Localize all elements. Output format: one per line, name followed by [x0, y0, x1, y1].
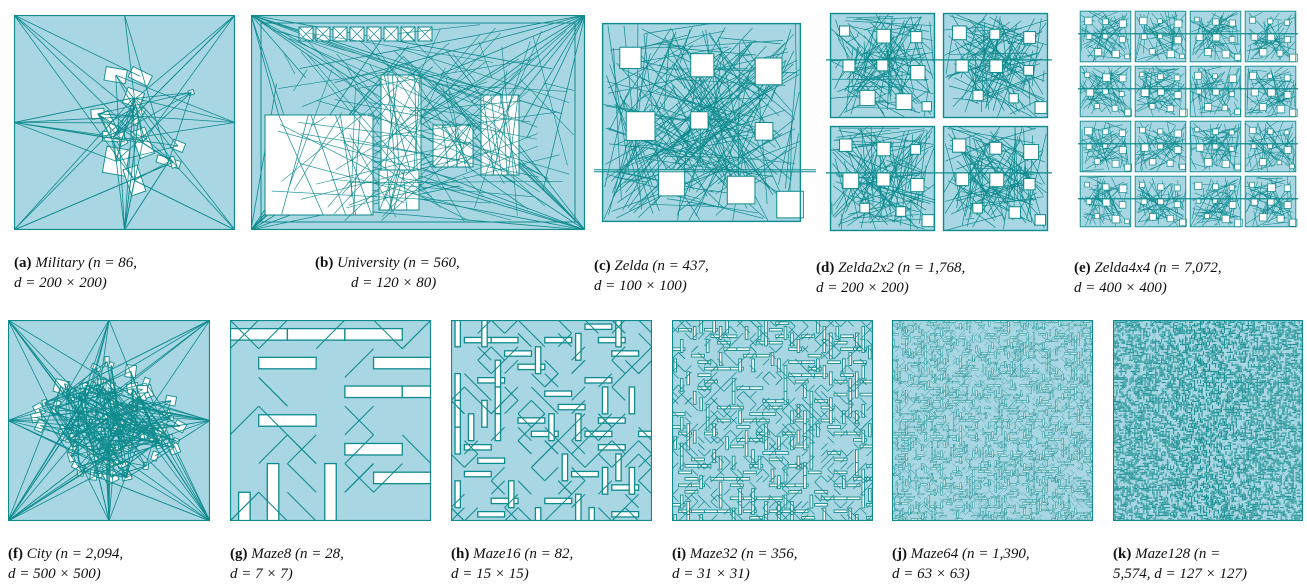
caption-name: Maze128 [1135, 546, 1190, 562]
caption-name: Maze8 [251, 546, 291, 562]
figure-c-image [594, 15, 816, 230]
caption-label: (c) [594, 258, 611, 274]
caption-name: Maze32 [690, 546, 738, 562]
zelda-map [594, 15, 816, 230]
caption-g: (g) Maze8 (n = 28, d = 7 × 7) [230, 544, 344, 584]
maze8-map [230, 320, 431, 521]
caption-c: (c) Zelda (n = 437, d = 100 × 100) [594, 256, 709, 296]
caption-name: University [337, 255, 399, 271]
caption-b: (b) University (n = 560, d = 120 × 80) [315, 253, 460, 293]
figure-b-image [251, 15, 585, 230]
caption-params: (n = 1,390, [958, 546, 1029, 562]
caption-params: (n = [1190, 546, 1220, 562]
caption-name: Military [35, 255, 84, 271]
figure-k-image [1113, 320, 1303, 521]
caption-name: Maze16 [473, 546, 521, 562]
caption-k: (k) Maze128 (n = 5,574, d = 127 × 127) [1113, 544, 1247, 584]
caption-dims: d = 200 × 200) [816, 280, 909, 296]
caption-label: (e) [1074, 260, 1091, 276]
caption-label: (a) [14, 255, 32, 271]
figure-i-image [672, 320, 873, 521]
caption-dims: d = 100 × 100) [594, 278, 687, 294]
caption-label: (h) [451, 546, 469, 562]
caption-label: (b) [315, 255, 333, 271]
figure-g-image [230, 320, 431, 521]
caption-params: (n = 1,768, [894, 260, 965, 276]
caption-j: (j) Maze64 (n = 1,390, d = 63 × 63) [892, 544, 1030, 584]
caption-params: (n = 2,094, [52, 546, 123, 562]
military-map [14, 15, 235, 230]
caption-name: City [27, 546, 52, 562]
figure-h-image [451, 320, 652, 521]
caption-i: (i) Maze32 (n = 356, d = 31 × 31) [672, 544, 798, 584]
caption-name: Zelda4x4 [1094, 260, 1150, 276]
caption-e: (e) Zelda4x4 (n = 7,072, d = 400 × 400) [1074, 258, 1222, 298]
figure-e-image [1078, 9, 1298, 237]
caption-label: (g) [230, 546, 248, 562]
caption-params: (n = 560, [400, 255, 460, 271]
caption-dims: d = 31 × 31) [672, 566, 750, 582]
caption-dims: d = 200 × 200) [14, 275, 107, 291]
caption-label: (f) [8, 546, 23, 562]
maze64-map [892, 320, 1093, 521]
caption-label: (j) [892, 546, 907, 562]
zelda4x4-map [1078, 9, 1298, 237]
caption-params: (n = 437, [649, 258, 709, 274]
caption-name: Maze64 [911, 546, 959, 562]
caption-h: (h) Maze16 (n = 82, d = 15 × 15) [451, 544, 573, 584]
caption-label: (d) [816, 260, 834, 276]
zelda2x2-map [826, 9, 1052, 237]
caption-dims: d = 120 × 80) [351, 275, 436, 291]
caption-dims: d = 400 × 400) [1074, 280, 1167, 296]
caption-d: (d) Zelda2x2 (n = 1,768, d = 200 × 200) [816, 258, 965, 298]
maze16-map [451, 320, 652, 521]
maze32-map [672, 320, 873, 521]
city-map [8, 320, 210, 521]
caption-f: (f) City (n = 2,094, d = 500 × 500) [8, 544, 123, 584]
figure-j-image [892, 320, 1093, 521]
caption-params: (n = 7,072, [1150, 260, 1221, 276]
caption-dims: d = 500 × 500) [8, 566, 101, 582]
caption-params: (n = 356, [737, 546, 797, 562]
university-map [251, 15, 585, 230]
maze128-map [1113, 320, 1303, 521]
caption-params: (n = 86, [84, 255, 137, 271]
caption-params: (n = 82, [521, 546, 574, 562]
caption-name: Zelda [614, 258, 648, 274]
caption-params: (n = 28, [291, 546, 344, 562]
caption-label: (i) [672, 546, 686, 562]
figure-f-image [8, 320, 210, 521]
caption-dims: d = 15 × 15) [451, 566, 529, 582]
caption-label: (k) [1113, 546, 1131, 562]
caption-dims: d = 63 × 63) [892, 566, 970, 582]
caption-dims: d = 7 × 7) [230, 566, 293, 582]
caption-a: (a) Military (n = 86, d = 200 × 200) [14, 253, 137, 293]
caption-name: Zelda2x2 [838, 260, 894, 276]
figure-d-image [826, 9, 1052, 237]
caption-dims: 5,574, d = 127 × 127) [1113, 566, 1247, 582]
figure-a-image [14, 15, 235, 230]
